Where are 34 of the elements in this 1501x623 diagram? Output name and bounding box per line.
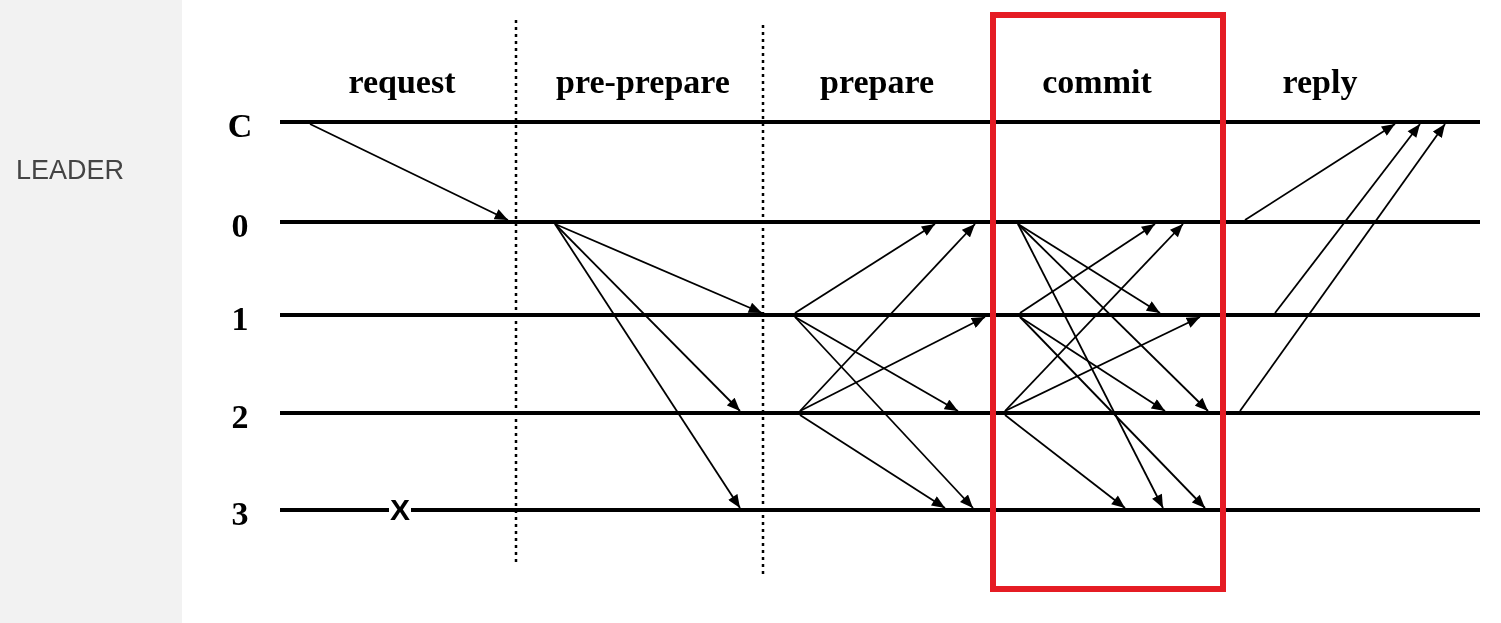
phase-label: reply <box>1282 65 1358 99</box>
message-arrow <box>1004 414 1126 509</box>
message-arrow <box>1274 123 1421 314</box>
lifeline <box>280 120 1480 124</box>
lifeline-label: C <box>227 109 253 143</box>
lifeline <box>280 313 1480 317</box>
message-arrow <box>1004 316 1201 412</box>
lifeline-label: 2 <box>231 400 249 434</box>
lifeline <box>280 411 1480 415</box>
phase-label: request <box>348 65 456 99</box>
lifeline <box>280 220 1480 224</box>
message-arrow <box>309 123 509 221</box>
message-arrow <box>794 316 959 412</box>
message-arrow <box>799 223 976 412</box>
message-arrow <box>554 223 763 314</box>
message-arrow <box>794 316 974 509</box>
message-arrow <box>799 316 986 412</box>
role-label: LEADER <box>16 156 124 184</box>
lifeline-label: 3 <box>231 497 249 531</box>
message-arrow <box>794 223 936 314</box>
lifeline-label: 1 <box>231 302 249 336</box>
message-arrow <box>1017 223 1209 412</box>
message-arrow <box>1239 123 1446 412</box>
phase-label: commit <box>1042 65 1152 99</box>
lifeline-label: 0 <box>231 209 249 243</box>
message-arrow <box>1019 316 1206 509</box>
phase-label: prepare <box>820 65 934 99</box>
message-arrow <box>1017 223 1164 509</box>
message-arrow <box>1244 123 1396 221</box>
phase-label: pre-prepare <box>556 65 730 99</box>
message-arrow <box>799 414 946 509</box>
message-arrow <box>554 223 741 509</box>
message-arrow <box>554 223 741 412</box>
message-arrow <box>1004 223 1184 412</box>
